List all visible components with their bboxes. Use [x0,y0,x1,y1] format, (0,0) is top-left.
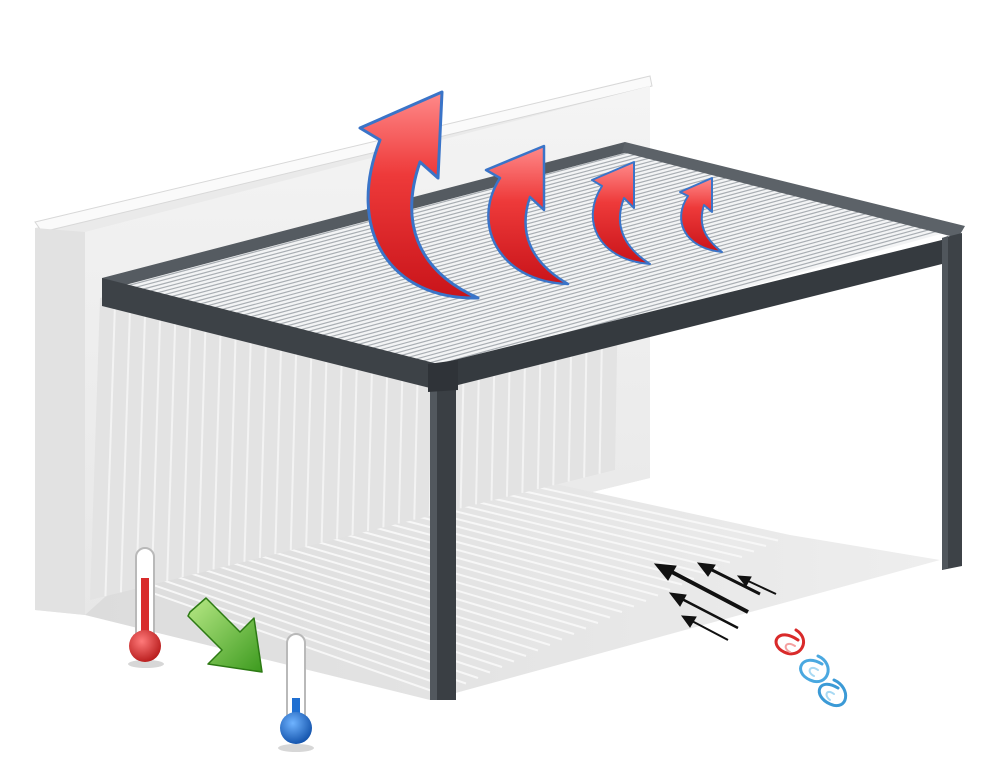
roof-slat [327,202,836,342]
breeze-arrow [680,615,729,641]
roof-slat [389,218,900,360]
breeze-arrow [653,563,749,614]
hot-air-arrow [484,144,570,286]
roof-slat [347,208,857,348]
roof-slat [237,179,745,318]
roof-slat [299,195,808,335]
ground-shadow-stripe [228,545,551,646]
air-swirl [817,678,847,708]
ground-shadow-stripe [194,557,515,663]
hot-air-arrow [679,177,723,253]
roof-slat [368,213,878,354]
roof-slat [175,163,682,300]
hot-air-arrows [358,90,723,300]
breeze-arrow [668,592,739,630]
roof-slat [354,210,864,350]
roof-slat [313,199,822,339]
roof-slat [292,193,801,333]
roof-slat [223,176,731,314]
breeze-arrow [736,575,777,595]
pergola-frame [102,142,965,700]
ground-shadow-stripe [250,536,575,635]
wind-arrows-icon [653,562,777,641]
wall-shadow-stripe [166,280,178,581]
roof-slat [396,220,907,362]
ground-shadow-stripe [126,582,443,696]
ground-shadow-stripe [160,570,479,679]
roof-slat [361,211,871,352]
air-swirl-icon [774,628,847,708]
air-swirl [799,654,830,684]
wall-shadow-stripe [119,290,132,593]
ground-shadow-stripe [205,553,527,657]
hot-air-arrow [591,161,651,265]
thermometer-hot-icon [128,547,164,668]
ground-shadow-stripe [148,574,467,685]
roof-slat [230,177,738,316]
roof-slat [417,226,928,367]
roof-slat [341,206,850,346]
thermometer-cold-icon [278,633,314,752]
roof-slat [375,215,885,356]
roof-slat [334,204,843,344]
wall-shadow-stripe [104,294,117,597]
ground-shadow-stripe [296,519,623,613]
ground-shadow-stripe [239,540,563,641]
ground-shadow-stripe [262,532,587,630]
roof-slat [403,222,914,364]
breeze-arrow [696,562,761,596]
roof-slat [168,161,675,298]
arrow-right-down-icon [187,597,263,673]
wall-shadow-stripe [135,287,147,589]
wall-shadow-stripe [150,283,163,585]
hot-air-arrow [358,90,480,300]
roof-slat [320,201,829,341]
air-swirl [774,628,805,656]
roof-slat [306,197,815,337]
roof-slat [410,224,921,365]
roof-slat [382,217,892,358]
ground-shadow-stripe [216,549,539,652]
roof-slat [216,174,724,312]
roof-slat [424,227,935,369]
